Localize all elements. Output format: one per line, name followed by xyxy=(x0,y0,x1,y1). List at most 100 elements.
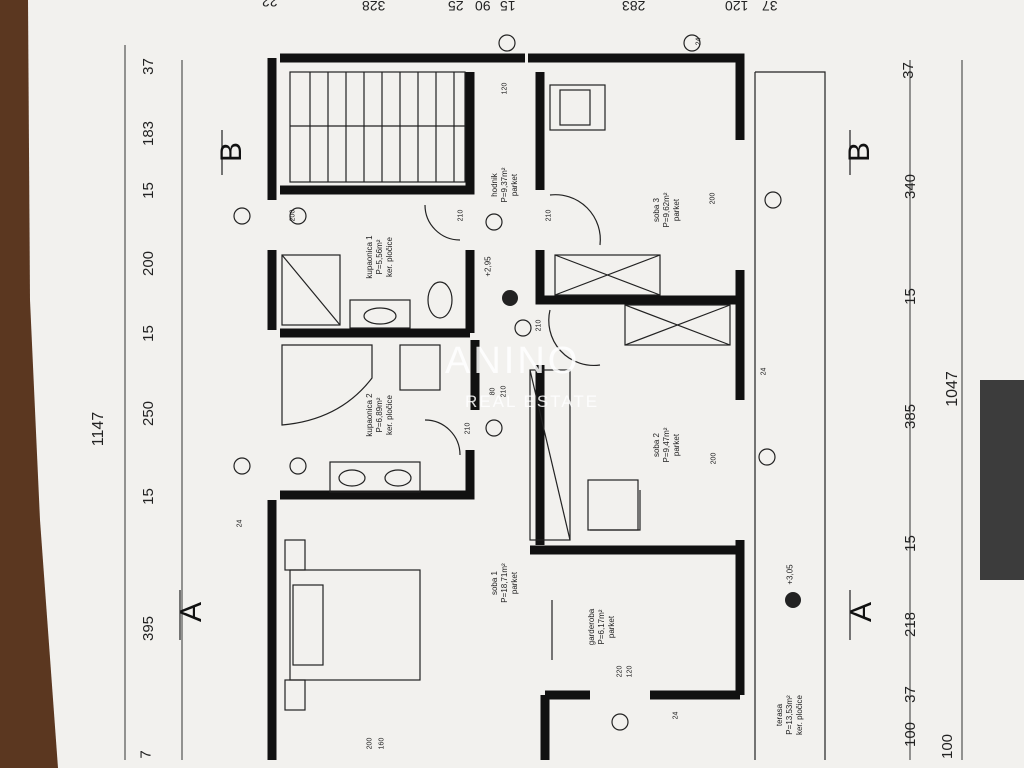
door-bath2 xyxy=(424,419,461,456)
room-kupaonica-1-name: kupaonica 1 xyxy=(365,235,374,279)
section-mark-b-right: B xyxy=(843,141,877,163)
dim-right-seg-3: 15 xyxy=(901,288,919,305)
stair-treads xyxy=(290,72,465,182)
door-soba3 xyxy=(549,194,601,246)
room-kupaonica-2-area: P=6,89m² xyxy=(375,397,384,433)
dim-right-extra: 100 xyxy=(939,733,957,760)
level-label-1: +2,95 xyxy=(483,256,493,277)
dim-top-2: 328 xyxy=(362,0,386,14)
room-kupaonica-2-floor: ker. pločice xyxy=(385,394,394,436)
room-kupaonica-2: kupaonica 2 P=6,89m² ker. pločice xyxy=(365,380,395,450)
dim-right-total: 1047 xyxy=(943,371,961,407)
dim-left-seg-3: 15 xyxy=(139,182,157,199)
section-mark-b-left: B xyxy=(215,141,249,163)
opening-6: 210 xyxy=(464,422,472,435)
bed-soba3 xyxy=(549,84,606,131)
dim-right-seg-8: 100 xyxy=(902,721,920,748)
washbasin-2b xyxy=(384,469,412,487)
washbasin-1 xyxy=(349,299,411,329)
dim-left-seg-1: 37 xyxy=(139,58,157,75)
watermark-brand: ANINO xyxy=(445,340,581,382)
room-kupaonica-1-floor: ker. pločice xyxy=(385,236,394,278)
opening-13: 200 xyxy=(710,452,718,465)
nightstand-1 xyxy=(284,539,306,571)
room-soba-2-floor: parket xyxy=(672,433,681,457)
dim-left-total: 1147 xyxy=(90,411,108,447)
paper-shadow xyxy=(980,380,1024,580)
dim-right-seg-7: 37 xyxy=(901,686,919,703)
dim-top-3: 25 xyxy=(448,0,464,14)
level-marker-1 xyxy=(502,290,518,306)
terrace-outline xyxy=(755,71,826,760)
room-soba-3-area: P=9,62m² xyxy=(662,192,671,228)
dim-left-seg-9: 7 xyxy=(137,750,155,759)
staircase xyxy=(289,71,466,183)
dim-left-seg-2: 183 xyxy=(140,120,158,147)
room-terasa: terasa P=13,53m² ker. pločice xyxy=(775,680,805,750)
washbasin-1-bowl xyxy=(363,307,397,325)
washbasin-2a xyxy=(338,469,366,487)
opening-5: 210 xyxy=(535,319,543,332)
window-markers xyxy=(233,34,782,731)
room-soba-2-area: P=9,47m² xyxy=(662,427,671,463)
room-soba-2: soba 2 P=9,47m² parket xyxy=(652,410,682,480)
opening-9: 200 xyxy=(366,737,374,750)
room-garderoba-floor: parket xyxy=(607,615,616,639)
hall-cupboard xyxy=(529,369,571,541)
room-kupaonica-1: kupaonica 1 P=5,56m² ker. pločice xyxy=(365,222,395,292)
wall-bath2-bottom xyxy=(280,450,475,500)
dim-top-5: 15 xyxy=(500,0,516,14)
room-garderoba: garderoba P=6,17m² parket xyxy=(587,592,617,662)
room-soba-3: soba 3 P=9,62m² parket xyxy=(652,175,682,245)
wardrobe-soba2-top xyxy=(624,304,731,346)
room-hodnik: hodnik P=9,37m² parket xyxy=(490,150,520,220)
dim-right-seg-1: 37 xyxy=(899,62,917,79)
dim-left-seg-5: 15 xyxy=(139,325,157,342)
opening-2: 200 xyxy=(709,192,717,205)
room-soba-1-floor: parket xyxy=(510,571,519,595)
opening-11: 220 xyxy=(616,665,624,678)
room-kupaonica-1-area: P=5,56m² xyxy=(375,239,384,275)
nightstand-2 xyxy=(284,679,306,711)
wall-bottom xyxy=(540,690,590,760)
shower-diagonal xyxy=(281,254,341,326)
room-hodnik-name: hodnik xyxy=(490,173,499,197)
room-hodnik-floor: parket xyxy=(510,173,519,197)
room-kupaonica-2-name: kupaonica 2 xyxy=(365,393,374,437)
dim-left-seg-4: 200 xyxy=(140,250,158,277)
wall-top xyxy=(280,53,745,140)
room-soba-3-name: soba 3 xyxy=(652,197,661,223)
wall-thickness-1: 24 xyxy=(695,37,703,46)
toilet-2 xyxy=(399,344,441,391)
opening-1: 200 xyxy=(289,209,297,222)
pillow-soba3 xyxy=(559,89,591,126)
opening-10: 160 xyxy=(378,737,386,750)
double-washbasin xyxy=(329,461,421,493)
dim-right-seg-2: 340 xyxy=(902,173,920,200)
dim-right-seg-5: 15 xyxy=(901,535,919,552)
bathtub xyxy=(281,344,373,426)
room-hodnik-area: P=9,37m² xyxy=(500,167,509,203)
dim-top-1: 22 xyxy=(262,0,278,10)
wall-stairs xyxy=(280,72,475,195)
dim-top-4: 90 xyxy=(475,0,491,14)
opening-12: 120 xyxy=(626,665,634,678)
wardrobe-soba3 xyxy=(554,254,661,296)
wardrobe-soba3-x2 xyxy=(554,254,661,296)
section-mark-a-left: A xyxy=(175,601,209,623)
hall-cupboard-x xyxy=(529,369,571,541)
door-bath1 xyxy=(424,204,461,241)
wall-thickness-3: 24 xyxy=(236,519,244,528)
room-soba-3-floor: parket xyxy=(672,198,681,222)
opening-4: 210 xyxy=(545,209,553,222)
door-soba2 xyxy=(548,309,601,367)
room-garderoba-name: garderoba xyxy=(587,608,596,646)
wall-soba3-bottom xyxy=(535,250,740,305)
room-soba-1-area: P=18,71m² xyxy=(500,563,509,603)
shower-tray xyxy=(281,254,341,326)
level-label-2: +3,05 xyxy=(785,564,795,585)
opening-3: 210 xyxy=(457,209,465,222)
room-terasa-floor: ker. pločice xyxy=(795,694,804,736)
